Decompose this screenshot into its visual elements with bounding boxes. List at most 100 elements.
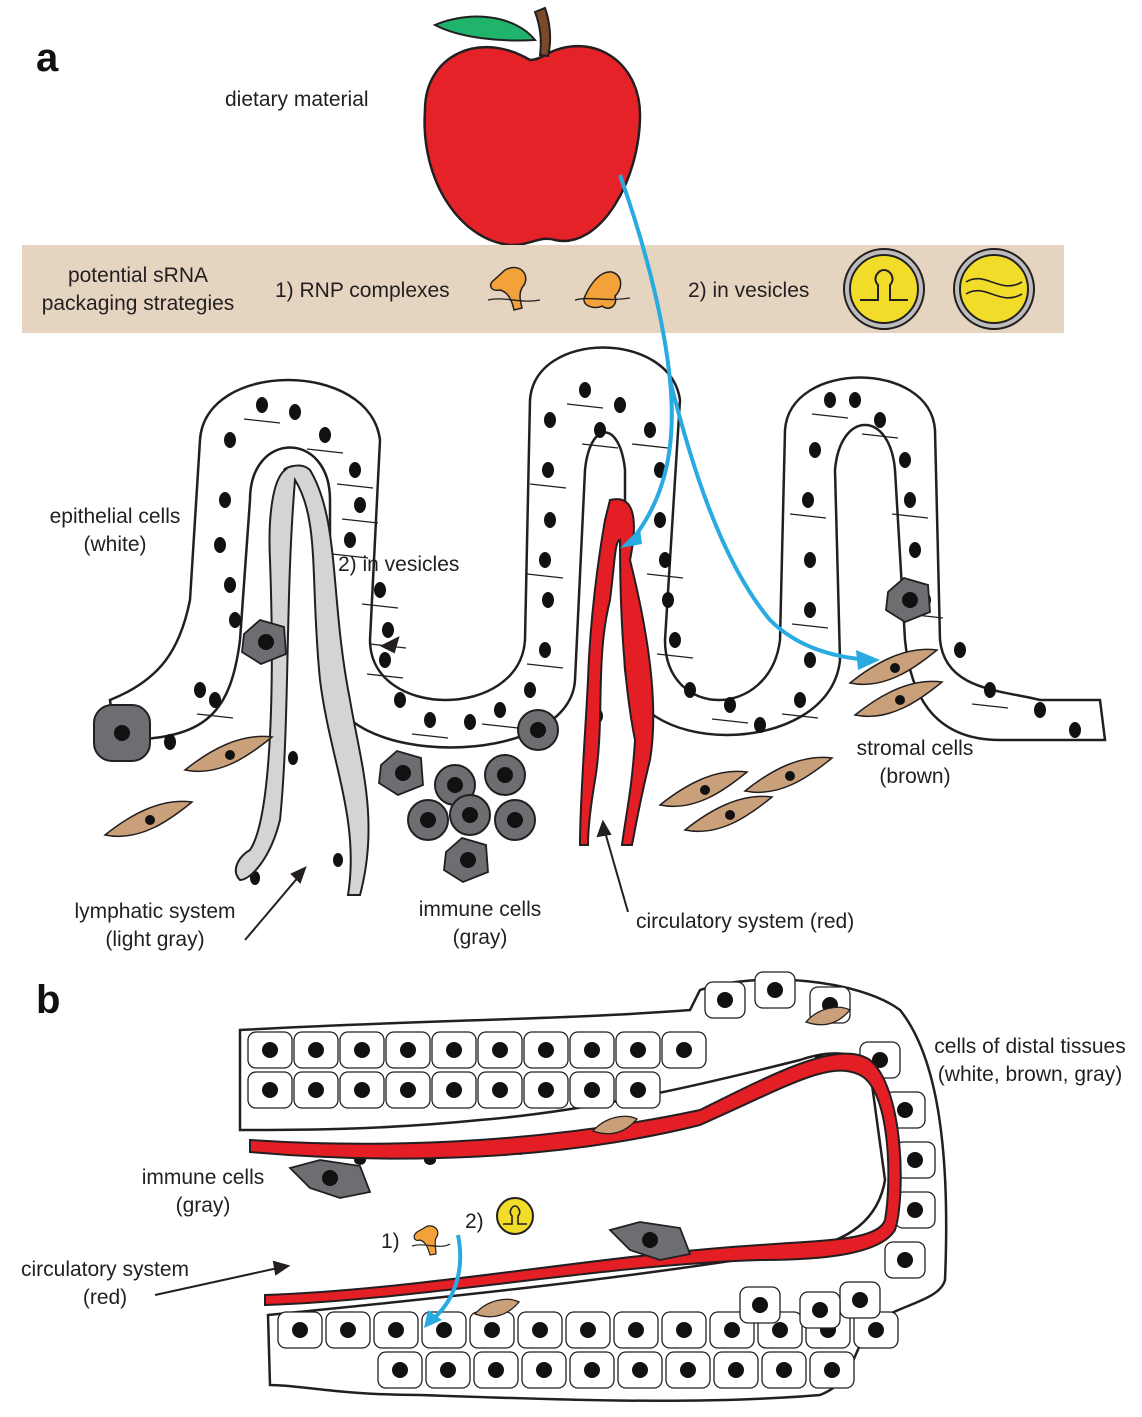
nucleus-icon [462,807,478,823]
nucleus-icon [804,602,816,618]
nucleus-icon [322,1170,338,1186]
packaging-title-line2: packaging strategies [28,290,248,318]
nucleus-icon [897,1252,913,1268]
nucleus-icon [538,1082,554,1098]
nucleus-icon [630,1042,646,1058]
nucleus-icon [145,815,155,825]
nucleus-icon [954,642,966,658]
nucleus-icon [580,1322,596,1338]
nucleus-icon [460,852,476,868]
lymphatic-line2: (light gray) [55,926,255,954]
marker-2-label: 2) [465,1208,484,1236]
marker-1-label: 1) [381,1228,400,1256]
nucleus-icon [354,497,366,513]
nucleus-icon [492,1082,508,1098]
nucleus-icon [214,537,226,553]
nucleus-icon [909,542,921,558]
nucleus-icon [642,1232,658,1248]
nucleus-icon [497,767,513,783]
nucleus-icon [114,725,130,741]
nucleus-icon [752,1297,768,1313]
nucleus-icon [644,422,656,438]
nucleus-icon [392,1362,408,1378]
epithelial-line1: epithelial cells [25,503,205,531]
nucleus-icon [662,592,674,608]
nucleus-icon [488,1362,504,1378]
nucleus-icon [229,612,241,628]
nucleus-icon [868,1322,884,1338]
nucleus-icon [447,777,463,793]
nucleus-icon [542,592,554,608]
nucleus-icon [680,1362,696,1378]
nucleus-icon [424,712,436,728]
panel-label-b: b [36,978,60,1023]
nucleus-icon [874,412,886,428]
nucleus-icon [446,1082,462,1098]
nucleus-icon [632,1362,648,1378]
nucleus-icon [544,512,556,528]
circulatory-label-a: circulatory system (red) [636,908,854,936]
circulatory-label-b: circulatory system (red) [5,1256,205,1312]
nucleus-icon [849,392,861,408]
nucleus-icon [374,582,386,598]
nucleus-icon [289,404,301,420]
nucleus-icon [824,392,836,408]
apple-icon [425,8,640,245]
nucleus-icon [319,427,331,443]
nucleus-icon [628,1322,644,1338]
nucleus-icon [539,642,551,658]
nucleus-icon [484,1322,500,1338]
nucleus-icon [395,765,411,781]
nucleus-icon [654,512,666,528]
nucleus-icon [262,1082,278,1098]
nucleus-icon [767,982,783,998]
nucleus-icon [308,1042,324,1058]
nucleus-icon [659,552,671,568]
rnp-complexes-label: 1) RNP complexes [275,277,450,305]
nucleus-icon [724,1322,740,1338]
nucleus-icon [539,552,551,568]
nucleus-icon [224,432,236,448]
nucleus-icon [538,1042,554,1058]
nucleus-icon [349,462,361,478]
nucleus-icon [219,492,231,508]
nucleus-icon [288,751,298,765]
nucleus-icon [340,1322,356,1338]
nucleus-icon [728,1362,744,1378]
nucleus-icon [1034,702,1046,718]
nucleus-icon [388,1322,404,1338]
rnp-complex-icon [412,1226,450,1255]
immune-cells-b [290,1160,690,1260]
nucleus-icon [258,634,274,650]
nucleus-icon [354,1082,370,1098]
nucleus-icon [532,1322,548,1338]
nucleus-icon [902,592,918,608]
nucleus-icon [164,734,176,750]
nucleus-icon [262,1042,278,1058]
epithelial-label: epithelial cells (white) [25,503,205,559]
nucleus-icon [669,632,681,648]
nucleus-icon [507,812,523,828]
stromal-label: stromal cells (brown) [840,735,990,791]
circulatory-b-line2: (red) [5,1284,205,1312]
nucleus-icon [899,452,911,468]
nucleus-icon [394,692,406,708]
nucleus-icon [464,714,476,730]
nucleus-icon [907,1202,923,1218]
immune-b-line2: (gray) [128,1192,278,1220]
nucleus-icon [400,1082,416,1098]
nucleus-icon [725,810,735,820]
nucleus-icon [794,692,806,708]
nucleus-icon [895,695,905,705]
panel-label-a: a [36,36,58,81]
nucleus-icon [256,397,268,413]
nucleus-icon [776,1362,792,1378]
nucleus-icon [804,652,816,668]
nucleus-icon [630,1082,646,1098]
nucleus-icon [209,692,221,708]
nucleus-icon [308,1082,324,1098]
circulatory-b-line1: circulatory system [5,1256,205,1284]
nucleus-icon [907,1152,923,1168]
nucleus-icon [225,750,235,760]
nucleus-icon [354,1042,370,1058]
